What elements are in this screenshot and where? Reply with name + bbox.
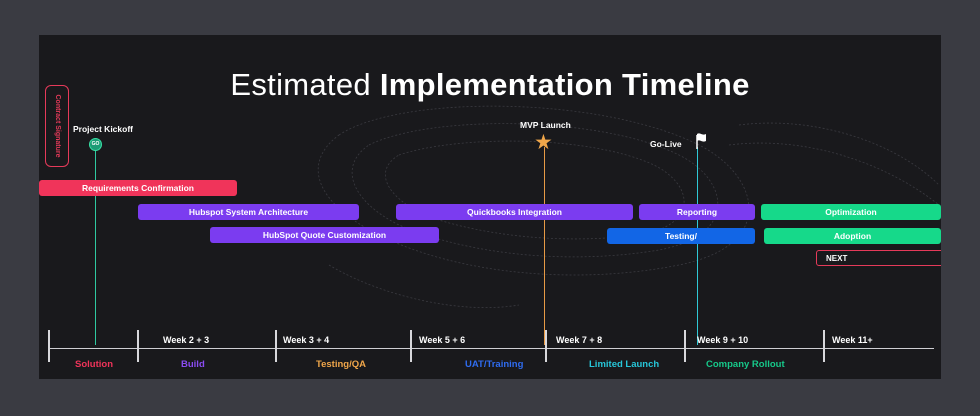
timeline-axis — [48, 348, 934, 349]
week-label: Week 9 + 10 — [697, 335, 749, 345]
hubspot-architecture-bar[interactable]: Hubspot System Architecture — [138, 204, 359, 220]
quickbooks-integration-bar[interactable]: Quickbooks Integration — [396, 204, 633, 220]
title-light: Estimated — [230, 67, 380, 102]
phase-testing-qa: Testing/QA — [316, 359, 366, 370]
week-label: Week 11+ — [832, 335, 873, 345]
week-label: Week 5 + 6 — [419, 335, 466, 345]
requirements-confirmation-bar[interactable]: Requirements Confirmation — [39, 180, 237, 196]
title-bold: Implementation Timeline — [379, 67, 750, 102]
axis-tick — [275, 330, 277, 362]
flag-icon — [696, 133, 706, 149]
axis-tick — [684, 330, 686, 362]
go-live-label: Go-Live — [650, 139, 682, 149]
phase-company-rollout: Company Rollout — [706, 359, 785, 370]
axis-tick — [545, 330, 547, 362]
phase-limited-launch: Limited Launch — [589, 359, 660, 370]
contract-signature-marker: Contract Signature — [45, 85, 69, 167]
week-label: Week 7 + 8 — [556, 335, 603, 345]
mvp-launch-label: MVP Launch — [520, 120, 571, 130]
axis-tick — [48, 330, 50, 362]
page-title: Estimated Implementation Timeline — [39, 67, 941, 103]
phase-build: Build — [181, 359, 205, 370]
go-live-line — [697, 147, 698, 345]
week-label: Week 3 + 4 — [283, 335, 330, 345]
phase-uat-training: UAT/Training — [465, 359, 524, 370]
timeline-slide: Estimated Implementation Timeline Contra… — [39, 35, 941, 379]
star-icon: ★ — [534, 131, 553, 154]
contract-signature-label: Contract Signature — [54, 94, 61, 158]
next-button[interactable]: NEXT — [816, 250, 941, 266]
axis-tick — [410, 330, 412, 362]
mvp-line — [544, 147, 545, 345]
reporting-bar[interactable]: Reporting — [639, 204, 755, 220]
optimization-bar[interactable]: Optimization — [761, 204, 941, 220]
axis-tick — [137, 330, 139, 362]
axis-tick — [823, 330, 825, 362]
go-badge-icon: GO — [89, 138, 102, 151]
kickoff-line — [95, 149, 96, 345]
phase-solution: Solution — [75, 359, 113, 370]
week-label: Week 2 + 3 — [163, 335, 210, 345]
project-kickoff-label: Project Kickoff — [73, 124, 133, 134]
hubspot-quote-customization-bar[interactable]: HubSpot Quote Customization — [210, 227, 439, 243]
adoption-bar[interactable]: Adoption — [764, 228, 941, 244]
testing-bar[interactable]: Testing/ — [607, 228, 755, 244]
